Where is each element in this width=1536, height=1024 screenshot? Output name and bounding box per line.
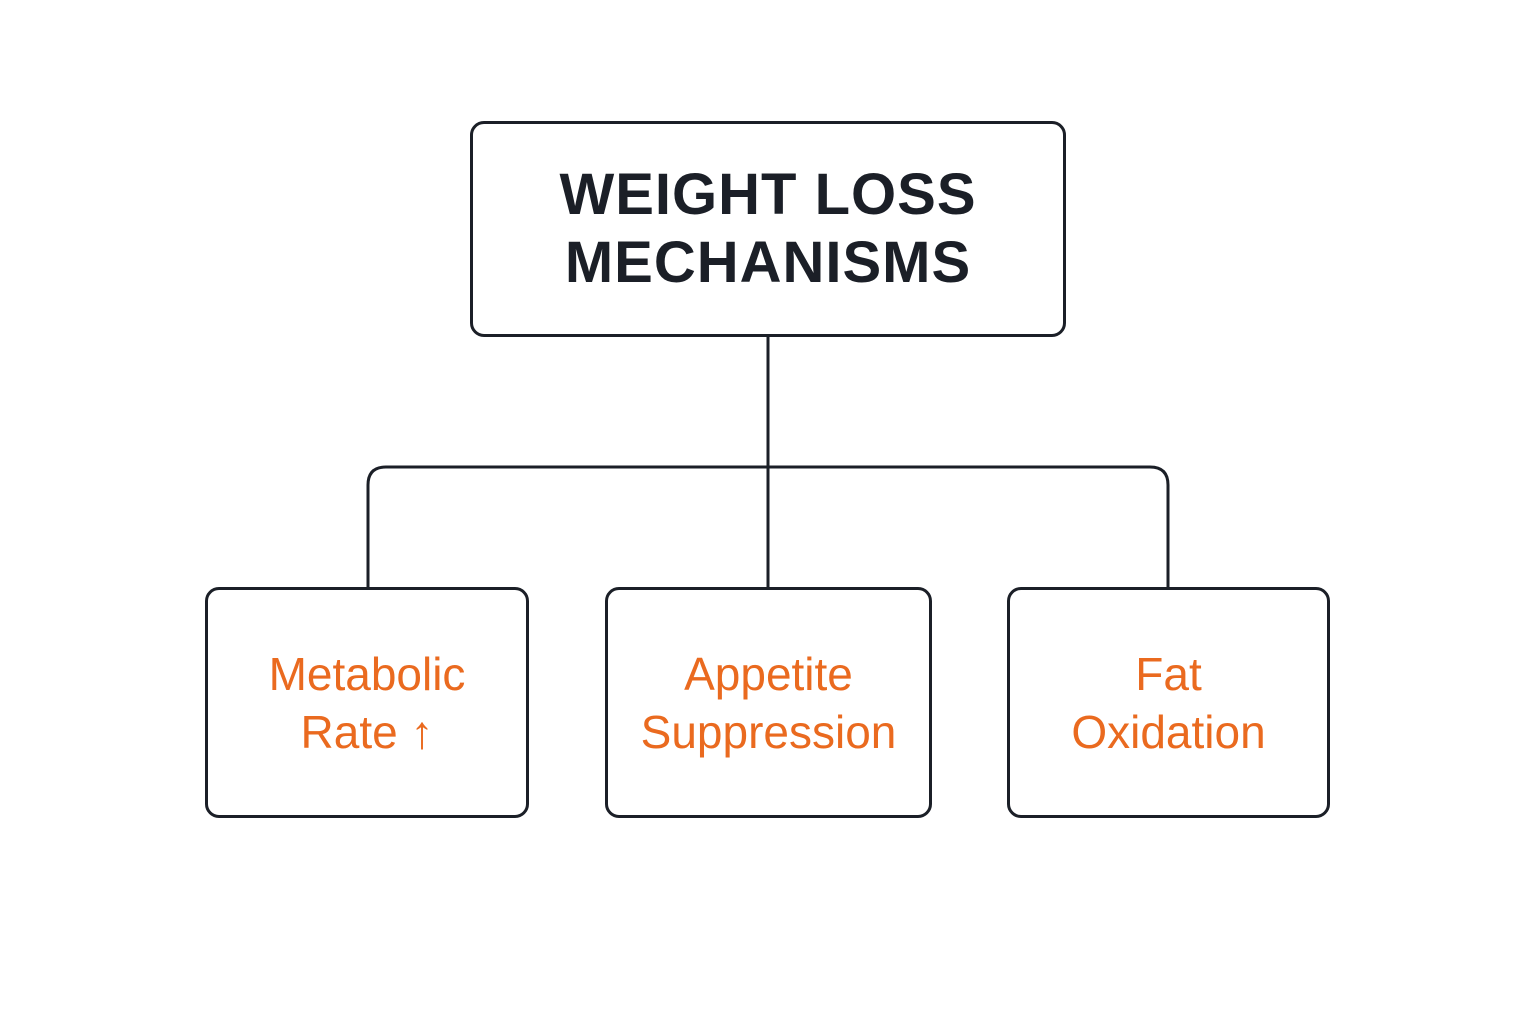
fat-label-line-2: Oxidation bbox=[1071, 705, 1266, 758]
branch-connector bbox=[366, 465, 1170, 587]
appetite-label-line-1: Appetite bbox=[684, 647, 853, 700]
metabolic-label-line-1: Metabolic bbox=[268, 647, 466, 700]
root-title-line-1: WEIGHT LOSS bbox=[559, 162, 977, 227]
child-node-fat-oxidation: Fat Oxidation bbox=[1007, 587, 1330, 818]
root-node-weight-loss-mechanisms: WEIGHT LOSS MECHANISMS bbox=[470, 121, 1066, 337]
root-title-line-2: MECHANISMS bbox=[564, 230, 972, 295]
fat-label-line-1: Fat bbox=[1135, 647, 1202, 700]
metabolic-label-line-2: Rate ↑ bbox=[300, 705, 434, 758]
appetite-label-line-2: Suppression bbox=[640, 705, 897, 758]
child-node-appetite-suppression: Appetite Suppression bbox=[605, 587, 932, 818]
child-node-metabolic-rate: Metabolic Rate ↑ bbox=[205, 587, 529, 818]
